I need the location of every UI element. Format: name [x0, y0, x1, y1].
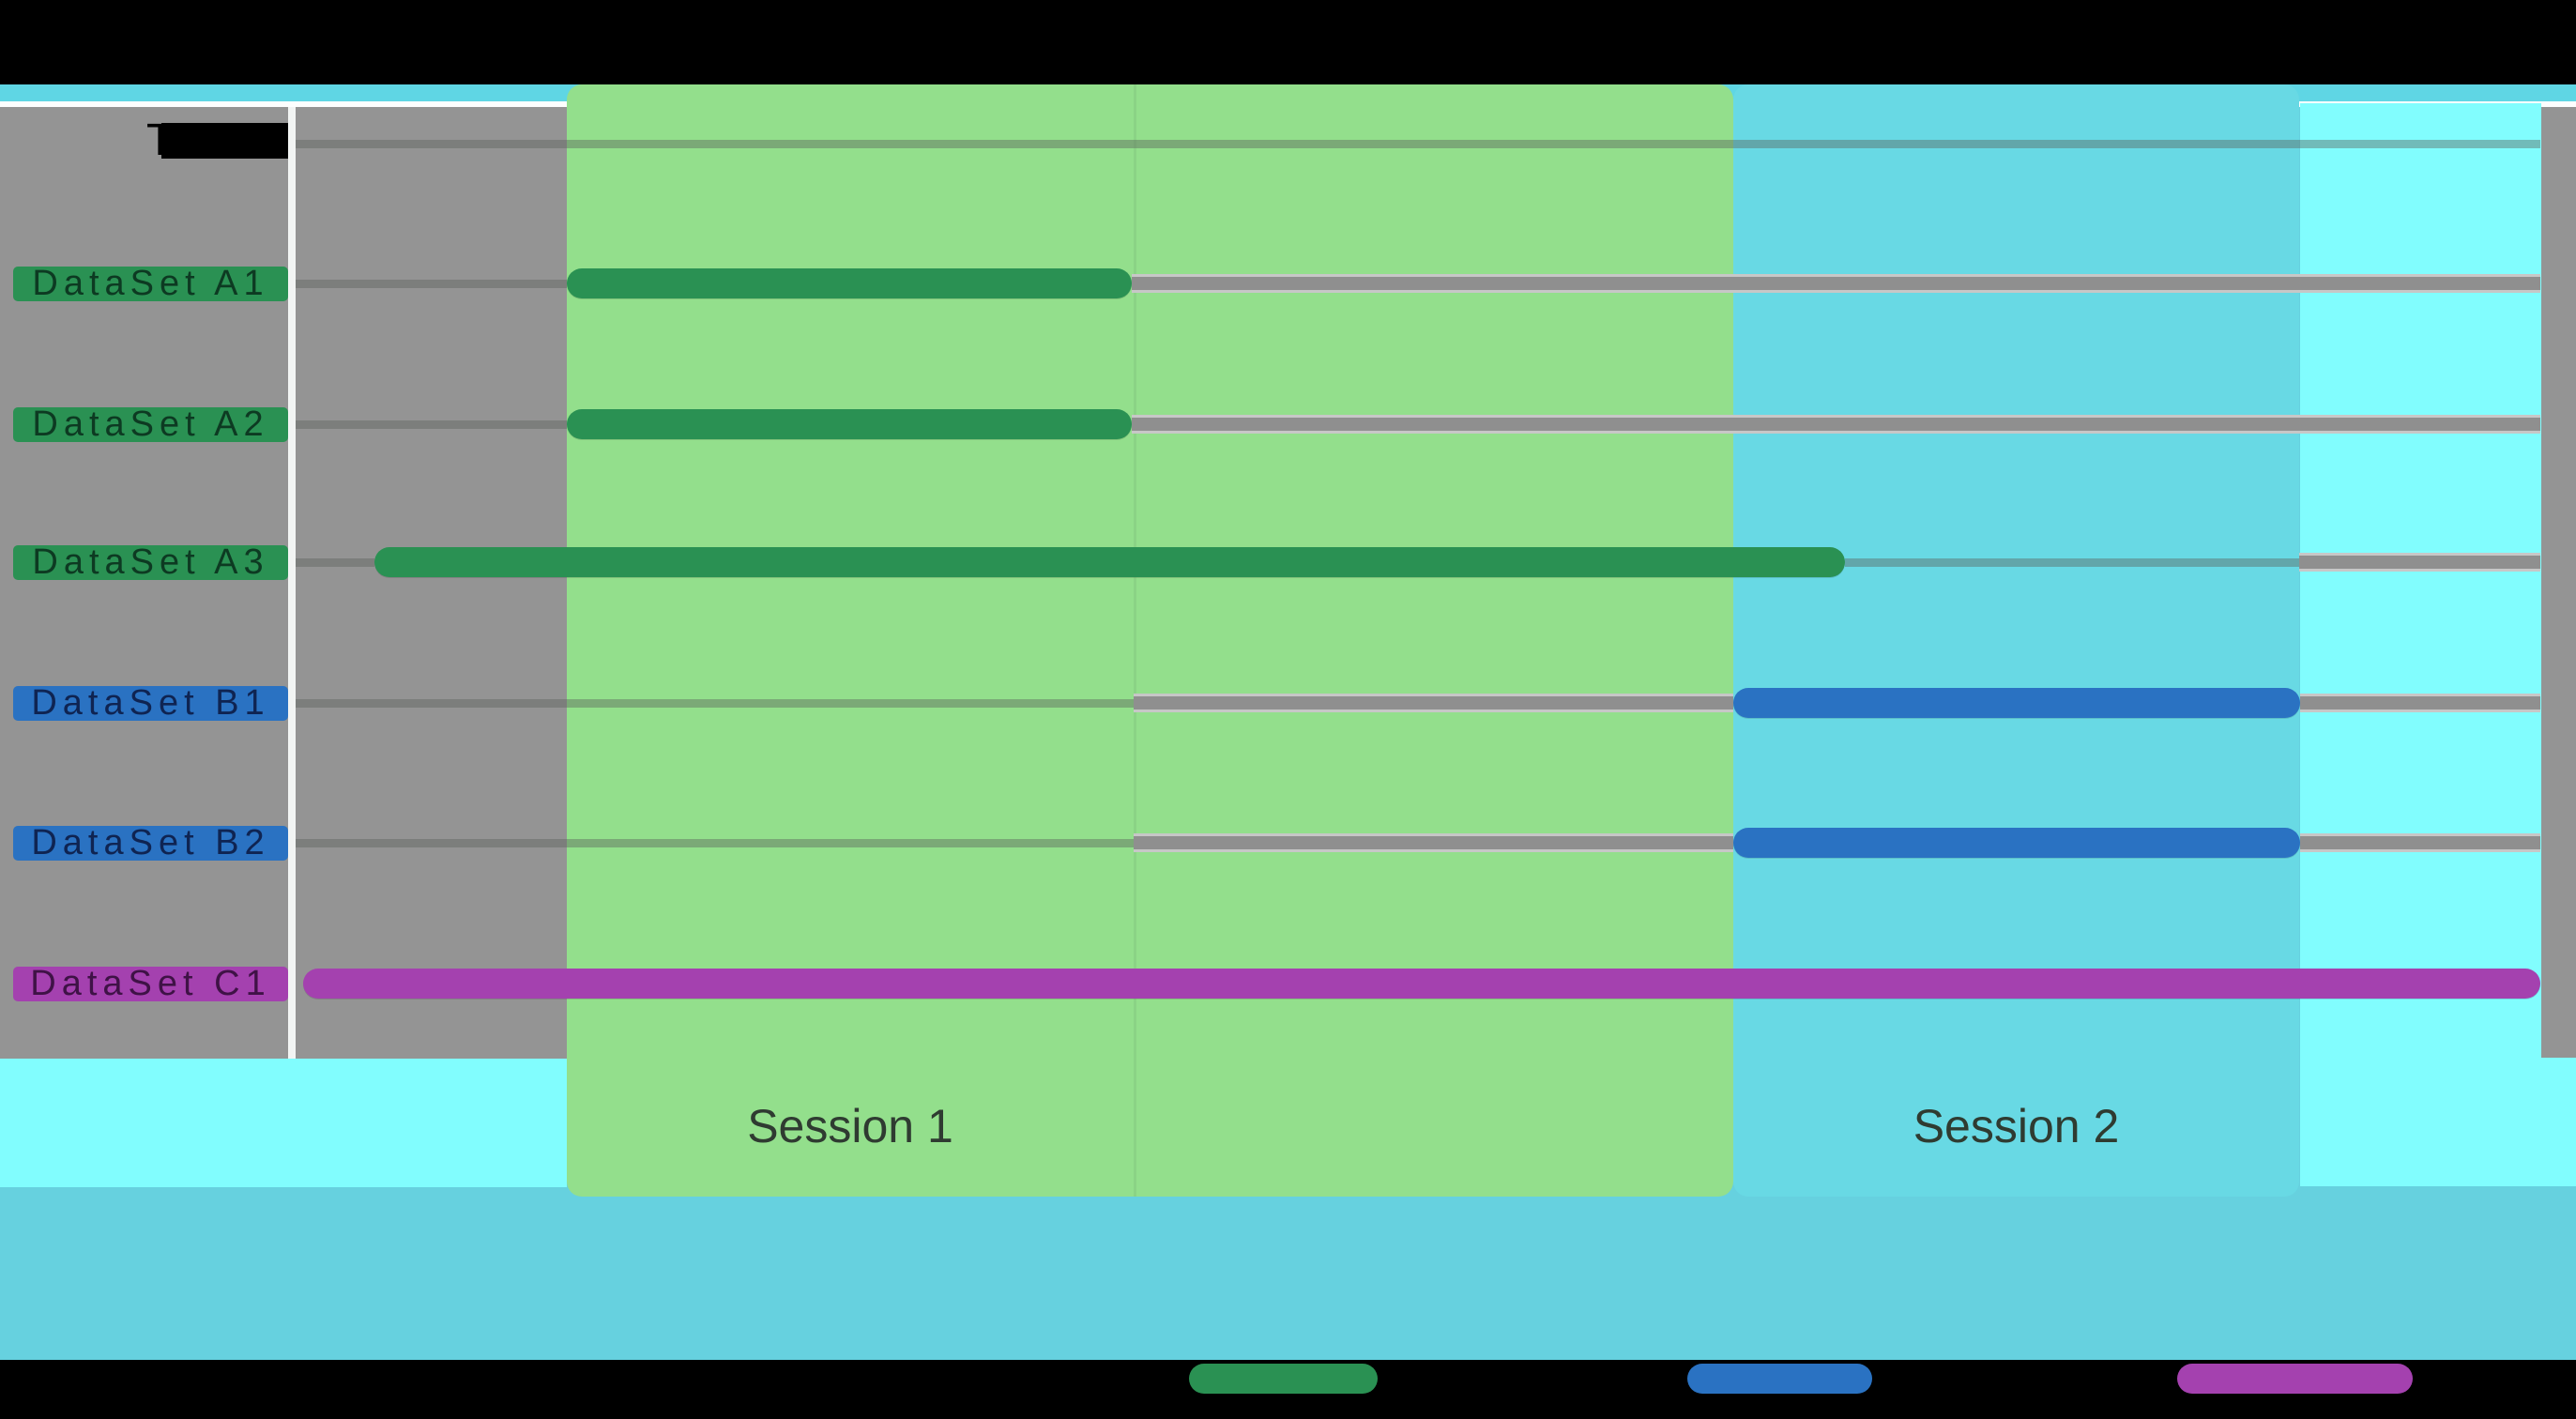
row-label-text: DataSet A1 — [32, 267, 269, 301]
row-track — [1132, 415, 2540, 434]
row-label-pill: DataSet A2 — [13, 407, 288, 442]
row-label-text: DataSet C1 — [30, 967, 271, 1001]
row-label-pill: DataSet C1 — [13, 967, 288, 1001]
row-label-pill: DataSet A1 — [13, 267, 288, 301]
session-1-subdivider — [1134, 84, 1136, 1197]
gantt-bar-dataset-c1[interactable] — [303, 969, 2540, 999]
bottom-left-panel — [0, 1059, 567, 1187]
label-column-divider — [288, 107, 296, 1059]
row-track — [1134, 694, 1733, 712]
row-gridline — [1845, 558, 2299, 567]
legend-swatch-series-a-green[interactable] — [1189, 1364, 1378, 1394]
row-label-text: DataSet A2 — [32, 407, 269, 442]
row-gridline — [296, 839, 1134, 847]
session-2-panel — [1733, 84, 2299, 1197]
session-2-label: Session 2 — [1913, 1100, 2120, 1152]
right-edge-strip — [2541, 107, 2576, 1058]
legend-swatch-series-b-blue[interactable] — [1687, 1364, 1872, 1394]
gantt-bar-dataset-a2[interactable] — [567, 409, 1132, 439]
row-label-column — [0, 107, 288, 1059]
header-gridline — [296, 140, 2540, 148]
gantt-bar-dataset-b1[interactable] — [1733, 688, 2300, 718]
row-track — [2299, 553, 2540, 572]
row-track — [1134, 833, 1733, 852]
bottom-right-panel — [2541, 1058, 2576, 1186]
gantt-bar-dataset-a1[interactable] — [567, 268, 1132, 298]
row-track — [2300, 694, 2540, 712]
row-label-pill: DataSet B1 — [13, 686, 288, 721]
session-1-label: Session 1 — [747, 1100, 953, 1152]
row-track — [2300, 833, 2540, 852]
footer-band — [0, 1186, 2576, 1360]
gantt-bar-dataset-b2[interactable] — [1733, 828, 2300, 858]
row-label-text: DataSet B1 — [31, 686, 270, 721]
header-redaction-box — [161, 123, 288, 159]
row-gridline — [296, 558, 374, 567]
row-label-pill: DataSet B2 — [13, 826, 288, 861]
row-label-pill: DataSet A3 — [13, 545, 288, 580]
row-track — [1132, 274, 2540, 293]
row-label-text: DataSet B2 — [31, 826, 270, 861]
row-gridline — [296, 420, 567, 429]
gantt-bar-dataset-a3[interactable] — [374, 547, 1845, 577]
legend-swatch-series-c-magenta[interactable] — [2177, 1364, 2413, 1394]
row-gridline — [296, 280, 567, 288]
pre-session-area — [296, 107, 567, 1059]
row-gridline — [296, 699, 1134, 708]
top-header-bar — [0, 0, 2576, 84]
row-label-text: DataSet A3 — [32, 545, 269, 580]
